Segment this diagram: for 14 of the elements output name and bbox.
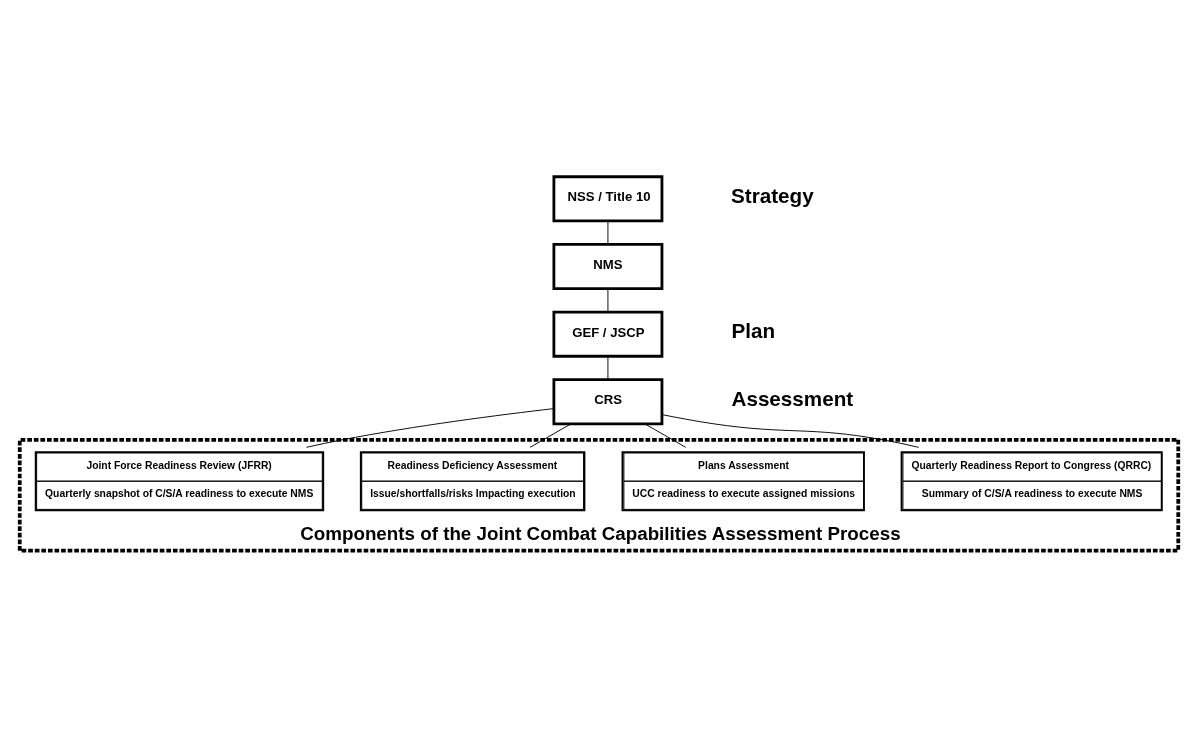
node-box: NSS / Title 10 xyxy=(552,175,664,223)
connector xyxy=(607,288,609,313)
label: Strategy xyxy=(731,184,814,208)
node-box: NMS xyxy=(552,243,664,290)
connector xyxy=(607,220,609,245)
connector xyxy=(661,414,920,448)
connector xyxy=(644,423,687,448)
label: Plan xyxy=(731,319,776,343)
connector xyxy=(529,423,572,448)
connector xyxy=(607,355,609,380)
connector xyxy=(306,408,555,448)
label: Assessment xyxy=(731,387,854,411)
node-box: GEF / JSCP xyxy=(552,310,664,358)
node-box: CRS xyxy=(552,378,664,426)
